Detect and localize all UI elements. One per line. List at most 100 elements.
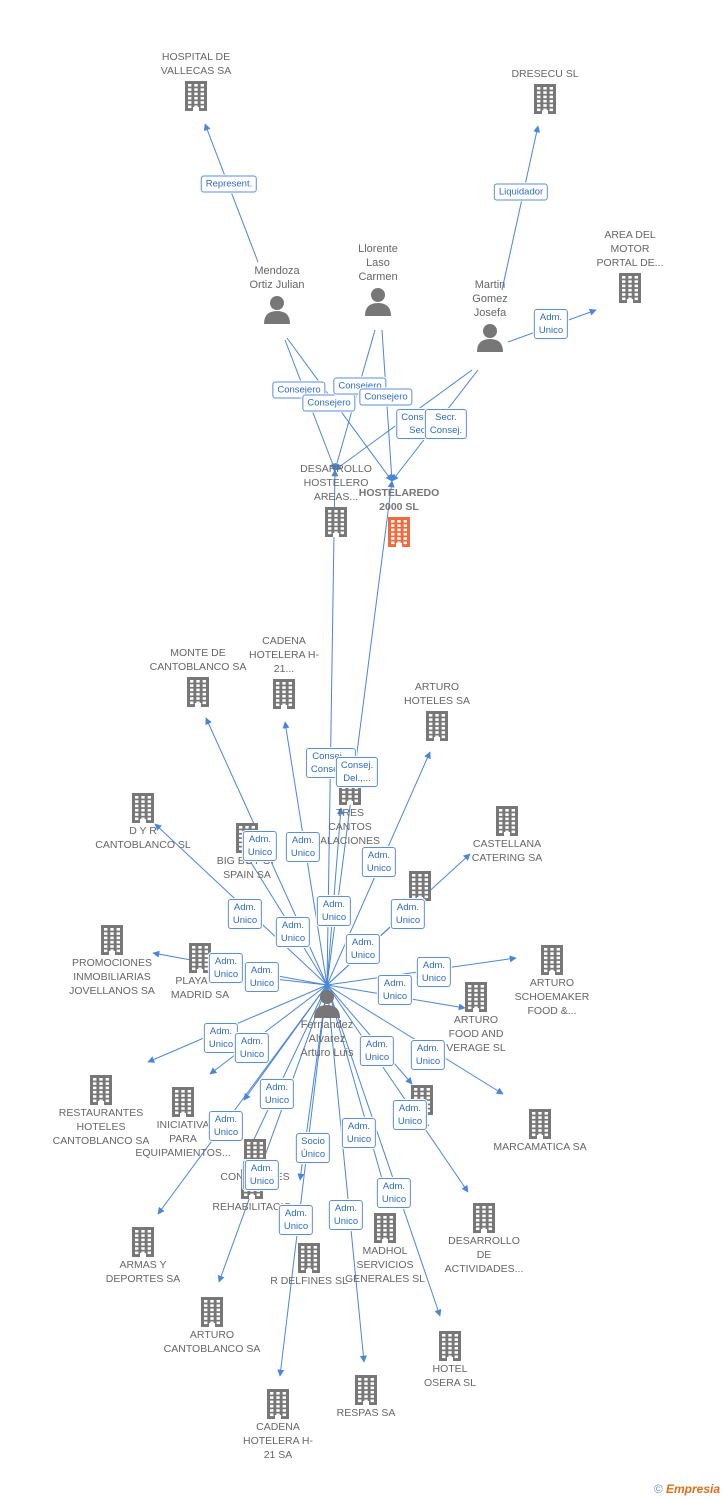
relation-label[interactable]: Secr. Consej. (424, 409, 468, 439)
building-icon-wrap (493, 944, 611, 976)
node-castellana[interactable]: CASTELLANA CATERING SA (448, 803, 566, 865)
node-dresecu[interactable]: DRESECU SL (486, 67, 604, 115)
building-icon-wrap (307, 1374, 425, 1406)
edge-fernandez-madhol (326, 984, 390, 1201)
building-icon (409, 871, 431, 901)
relation-label[interactable]: Consejero (359, 388, 413, 406)
edge-fernandez-osera (326, 984, 442, 1317)
relation-label[interactable]: Adm. Unico (345, 934, 381, 964)
node-tres[interactable]: TRES CANTOS ALACIONES (291, 772, 409, 848)
node-schoemaker[interactable]: ARTURO SCHOEMAKER FOOD &... (493, 942, 611, 1018)
building-icon-wrap (448, 805, 566, 837)
edge-llorente-hostelaredo (381, 329, 396, 482)
relation-label[interactable]: Adm. Unico (416, 957, 452, 987)
node-desarrollo-act[interactable]: DESARROLLO DE ACTIVIDADES... (425, 1200, 543, 1276)
node-hospital[interactable]: HOSPITAL DE VALLECAS SA (137, 50, 255, 112)
relation-label[interactable]: Adm. Unico (410, 1040, 446, 1070)
relation-label[interactable]: Adm. Unico (275, 917, 311, 947)
node-hostelaredo[interactable]: HOSTELAREDO 2000 SL (340, 486, 458, 548)
node-cadena-bot[interactable]: CADENA HOTELERA H- 21 SA (219, 1386, 337, 1462)
relation-label[interactable]: Adm. Unico (328, 1200, 364, 1230)
building-icon (355, 1375, 377, 1405)
node-desarrollo-h[interactable]: DESARROLLO HOSTELERO AREAS... (277, 462, 395, 538)
relation-label[interactable]: Adm. Unico (392, 1100, 428, 1130)
node-promociones[interactable]: PROMOCIONES INMOBILIARIAS JOVELLANOS SA (53, 922, 171, 998)
node-arturo-canto[interactable]: ARTURO CANTOBLANCO SA (153, 1294, 271, 1356)
node-respas[interactable]: RESPAS SA (307, 1372, 425, 1420)
edge-fernandez-cadena_bot (277, 984, 328, 1377)
node-llorente[interactable]: Llorente Laso Carmen (319, 242, 437, 316)
relation-label[interactable]: Adm. Unico (359, 1036, 395, 1066)
node-label: D Y R CANTOBLANCO SL (95, 825, 191, 851)
building-icon-wrap (219, 1388, 337, 1420)
relation-label[interactable]: Adm. Unico (227, 899, 263, 929)
relation-label[interactable]: Adm. Unico (208, 953, 244, 983)
node-label: TRES CANTOS ALACIONES (319, 807, 381, 847)
node-iniciativas[interactable]: INICIATIVA PARA EQUIPAMIENTOS... (124, 1084, 242, 1160)
building-icon (473, 1203, 495, 1233)
relation-label[interactable]: Adm. Unico (242, 831, 278, 861)
relation-label[interactable]: Socio Único (295, 1133, 331, 1163)
relation-label[interactable]: Adm. Unico (377, 975, 413, 1005)
relation-label[interactable]: Adm. Unico (341, 1118, 377, 1148)
relation-label[interactable]: Adm. Unico (234, 1033, 270, 1063)
edge-mendoza-hospital (203, 123, 259, 263)
relation-label[interactable]: Adm. Unico (533, 309, 569, 339)
node-label: Martin Gomez Josefa (472, 279, 508, 319)
node-arturo-hoteles[interactable]: ARTURO HOTELES SA (378, 680, 496, 742)
node-dyr[interactable]: D Y R CANTOBLANCO SL (84, 790, 202, 852)
relation-label[interactable]: Adm. Unico (244, 1160, 280, 1190)
node-mendoza[interactable]: Mendoza Ortiz Julian (218, 264, 336, 324)
relation-label[interactable]: Adm. Unico (316, 896, 352, 926)
node-label: ARTURO HOTELES SA (404, 681, 470, 707)
relation-label[interactable]: Adm. Unico (390, 899, 426, 929)
relation-label[interactable]: Consejero (272, 381, 326, 399)
node-osera[interactable]: HOTEL OSERA SL (391, 1328, 509, 1390)
building-icon-wrap (417, 981, 535, 1013)
building-icon-wrap (378, 710, 496, 742)
node-armas[interactable]: ARMAS Y DEPORTES SA (84, 1224, 202, 1286)
relation-label[interactable]: Adm. Unico (244, 962, 280, 992)
node-label: ARMAS Y DEPORTES SA (105, 1259, 181, 1285)
node-label: MADHOL SERVICIOS GENERALES SL (345, 1245, 425, 1285)
relation-label[interactable]: Adm. Unico (208, 1111, 244, 1141)
relation-label[interactable]: Adm. Unico (285, 832, 321, 862)
person-icon (365, 288, 391, 316)
node-monte[interactable]: MONTE DE CANTOBLANCO SA (139, 646, 257, 708)
relation-label[interactable]: Represent. (200, 175, 258, 193)
building-icon (465, 982, 487, 1012)
person-icon-wrap (268, 988, 386, 1018)
node-label: HOSTELAREDO 2000 SL (358, 487, 440, 513)
node-fernandez[interactable]: Fernandez Alvarez Arturo Luis (268, 986, 386, 1060)
node-cadena-top[interactable]: CADENA HOTELERA H- 21... (225, 634, 343, 710)
node-label: ARTURO CANTOBLANCO SA (163, 1329, 261, 1355)
building-icon-wrap (326, 1212, 444, 1244)
node-marcamatica[interactable]: MARCAMATICA SA (481, 1106, 599, 1154)
building-icon (90, 1075, 112, 1105)
building-icon-wrap (53, 924, 171, 956)
relation-label[interactable]: Adm. Unico (361, 847, 397, 877)
person-icon-wrap (319, 286, 437, 316)
relation-label[interactable]: Adm. Unico (259, 1079, 295, 1109)
node-madhol[interactable]: MADHOL SERVICIOS GENERALES SL (326, 1210, 444, 1286)
brand-name: Empresia (665, 1482, 720, 1496)
node-label: HOTEL OSERA SL (424, 1363, 476, 1389)
relation-label[interactable]: Adm. Unico (278, 1205, 314, 1235)
building-icon (132, 1227, 154, 1257)
relation-label[interactable]: Consej. Del.,... (335, 757, 379, 787)
building-icon (325, 507, 347, 537)
relation-label[interactable]: Adm. Unico (376, 1178, 412, 1208)
building-icon-wrap (139, 676, 257, 708)
building-icon-wrap (141, 942, 259, 974)
relation-label[interactable]: Adm. Unico (203, 1023, 239, 1053)
relation-label[interactable]: Consejero (302, 394, 356, 412)
node-delfines[interactable]: R DELFINES SL (250, 1240, 368, 1288)
relation-label[interactable]: Liquidador (493, 183, 549, 201)
node-label: CADENA HOTELERA H- 21 SA (242, 1421, 313, 1461)
node-label: PROMOCIONES INMOBILIARIAS JOVELLANOS SA (69, 957, 155, 997)
node-restaurantes[interactable]: RESTAURANTES HOTELES CANTOBLANCO SA (42, 1072, 160, 1148)
node-martin[interactable]: Martin Gomez Josefa (431, 278, 549, 352)
node-areamotor[interactable]: AREA DEL MOTOR PORTAL DE... (571, 228, 689, 304)
node-food[interactable]: ARTURO FOOD AND VERAGE SL (417, 979, 535, 1055)
